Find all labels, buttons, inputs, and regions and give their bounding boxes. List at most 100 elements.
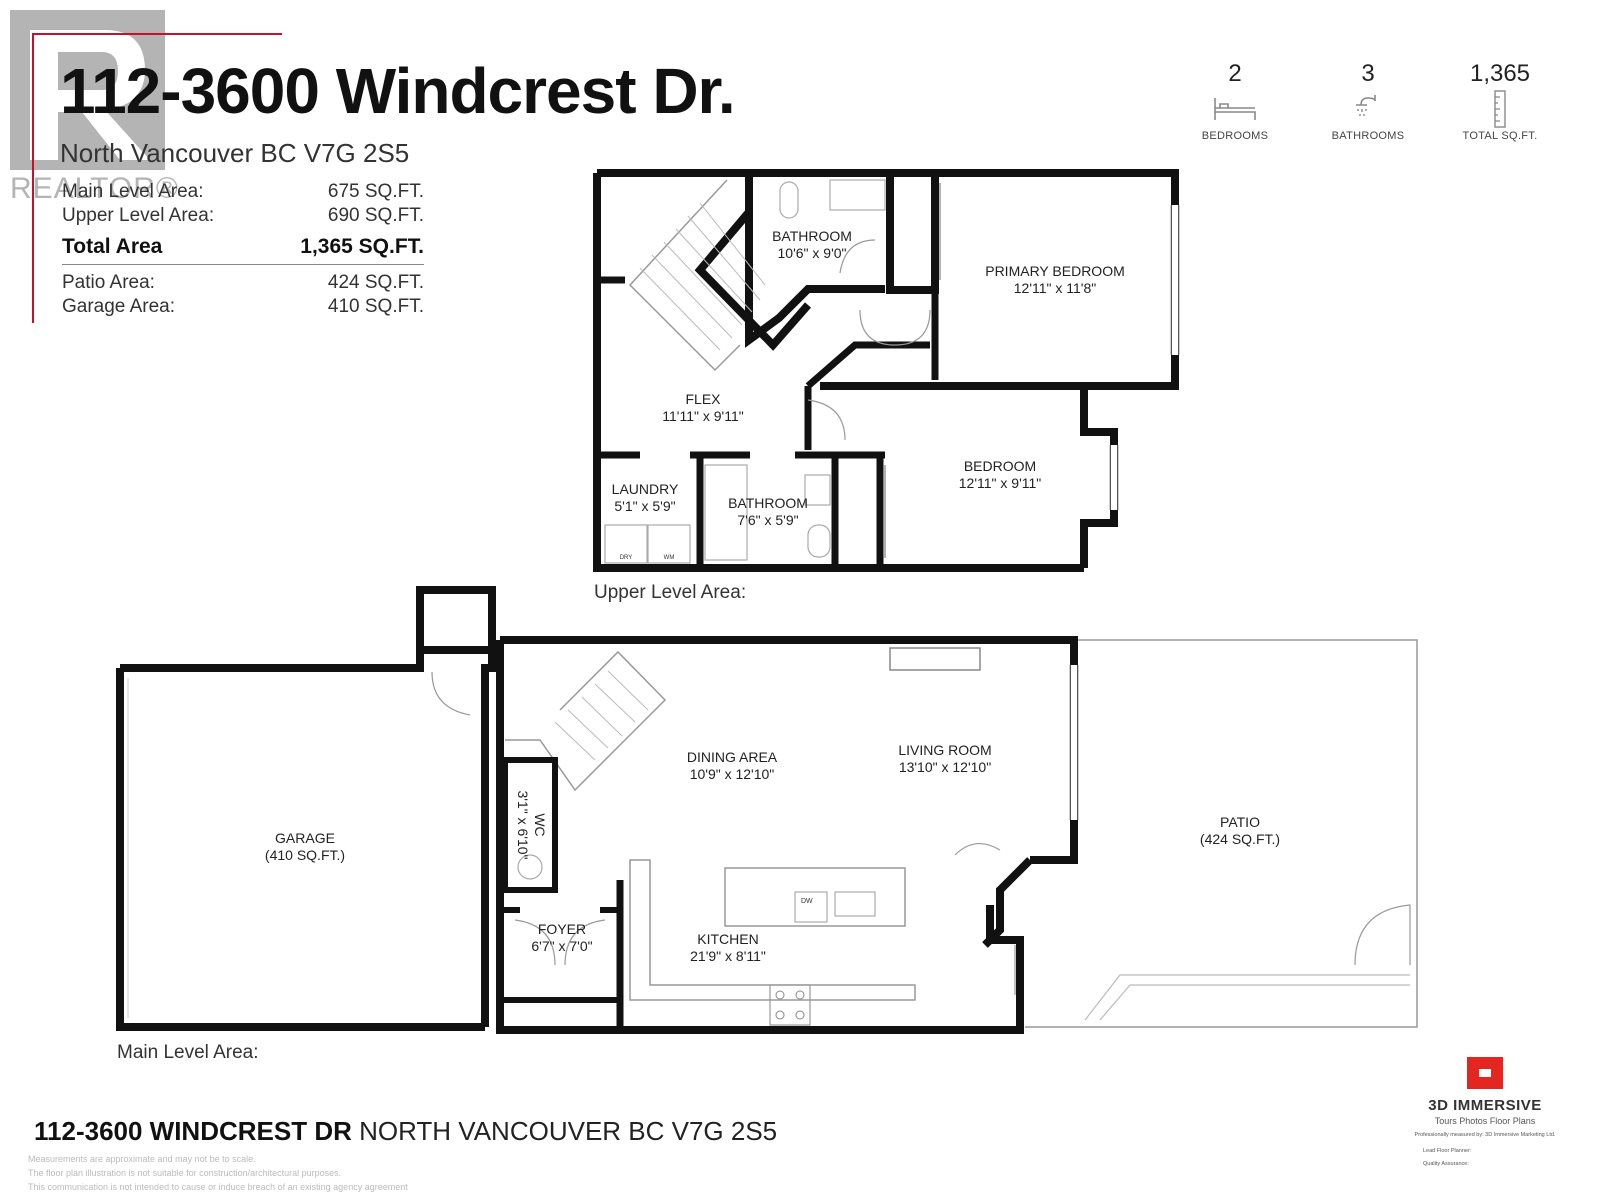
disclaimer-text: The floor plan illustration is not suita… <box>28 1168 342 1178</box>
toilet-icon <box>517 854 543 880</box>
stove-icon <box>769 984 811 1026</box>
room-dims: 5'1" x 5'9" <box>614 498 675 514</box>
upper-level-label: Upper Level Area: <box>594 582 747 603</box>
stairs <box>628 179 741 372</box>
room-dims: 10'6" x 9'0" <box>778 245 847 261</box>
fireplace <box>889 647 981 671</box>
room-name: BEDROOM <box>964 458 1036 474</box>
toilet-icon <box>779 181 799 219</box>
upper-level-plan: DRY WM BATHROOM 10'6" x 9'0" PRIMARY BED… <box>593 169 1180 572</box>
wall <box>886 173 939 294</box>
sink-icon <box>829 179 886 211</box>
address-subtitle: North Vancouver BC V7G 2S5 <box>60 138 410 168</box>
page-title: 112-3600 Windcrest Dr. <box>60 55 736 127</box>
main-level-plan: DW GARAGE (410 SQ.FT.) WC 3'1" x 6'10" D… <box>116 586 1418 1034</box>
shower-icon <box>1303 88 1433 130</box>
door-swing <box>807 399 846 441</box>
room-name: FLEX <box>685 391 721 407</box>
total-area-row: Total Area 1,365 SQ.FT. <box>62 230 424 265</box>
total-area-label: Total Area <box>62 235 163 258</box>
bathrooms-label: BATHROOMS <box>1331 130 1405 142</box>
stat-total-sqft: 1,365 TOTAL SQ.FT. <box>1435 60 1565 142</box>
stat-bedrooms: 2 BEDROOMS <box>1170 60 1300 142</box>
dishwasher-icon <box>794 891 828 923</box>
area-value: 675 SQ.FT. <box>327 181 424 202</box>
area-row: Main Level Area: 675 SQ.FT. <box>62 180 424 204</box>
room-name: LAUNDRY <box>612 481 679 497</box>
realtor-watermark: REALTOR® <box>10 10 178 205</box>
footer-address: 112-3600 WINDCREST DR NORTH VANCOUVER BC… <box>34 1116 777 1147</box>
area-value: 690 SQ.FT. <box>327 205 424 226</box>
door-swing <box>1354 904 1411 966</box>
area-row: Upper Level Area: 690 SQ.FT. <box>62 204 424 228</box>
realtor-logo-icon <box>10 10 165 170</box>
room-dims: 6'7" x 7'0" <box>531 938 592 954</box>
kitchen-island <box>724 867 906 927</box>
disclaimer-text: This communication is not intended to ca… <box>28 1182 408 1192</box>
footer-address-rest: NORTH VANCOUVER BC V7G 2S5 <box>351 1116 778 1146</box>
qa-label: Quality Assurance: <box>1423 1161 1469 1167</box>
room-dims: 12'11" x 9'11" <box>959 475 1042 491</box>
bathrooms-count: 3 <box>1361 60 1375 87</box>
room-name: PATIO <box>1220 814 1260 830</box>
ruler-icon <box>1435 88 1565 130</box>
room-name: PRIMARY BEDROOM <box>985 263 1125 279</box>
stat-bathrooms: 3 BATHROOMS <box>1303 60 1433 142</box>
room-dims: 13'10" x 12'10" <box>899 759 991 775</box>
area-value: 424 SQ.FT. <box>327 272 424 293</box>
lead-planner-label: Lead Floor Planner: <box>1423 1148 1472 1154</box>
main-level-label: Main Level Area: <box>117 1042 259 1063</box>
accent-line <box>32 33 34 323</box>
room-dims: 3'1" x 6'10" <box>515 791 531 860</box>
area-label: Patio Area: <box>62 272 155 293</box>
stairs <box>505 650 667 792</box>
room-dims: 7'6" x 5'9" <box>737 512 798 528</box>
area-label: Upper Level Area: <box>62 205 215 226</box>
wall <box>116 668 485 1031</box>
room-name: FOYER <box>538 921 586 937</box>
watermark-text: REALTOR® <box>10 172 180 205</box>
brand-name: 3D IMMERSIVE <box>1428 1097 1542 1114</box>
room-name: BATHROOM <box>772 228 852 244</box>
total-area-value: 1,365 SQ.FT. <box>300 235 424 258</box>
dishwasher-label: DW <box>801 898 813 905</box>
room-name: LIVING ROOM <box>898 742 991 758</box>
brand-credit: Professionally measured by: 3D Immersive… <box>1414 1132 1556 1138</box>
room-name: DINING AREA <box>687 749 778 765</box>
door-swing <box>431 671 471 716</box>
total-sqft-count: 1,365 <box>1469 60 1531 87</box>
wall <box>593 173 1084 572</box>
brand-block: 3D IMMERSIVE Tours Photos Floor Plans Pr… <box>1395 1055 1575 1167</box>
area-table: Main Level Area: 675 SQ.FT. Upper Level … <box>62 180 424 319</box>
room-name: WC <box>532 813 548 836</box>
bedrooms-label: BEDROOMS <box>1201 130 1269 142</box>
room-dims: 10'9" x 12'10" <box>690 766 775 782</box>
bedrooms-count: 2 <box>1228 60 1242 87</box>
accent-line <box>32 33 282 35</box>
bed-icon <box>1170 88 1300 130</box>
toilet-icon <box>807 524 831 558</box>
area-row: Patio Area: 424 SQ.FT. <box>62 271 424 295</box>
room-dims: (424 SQ.FT.) <box>1200 831 1280 847</box>
footer-address-bold: 112-3600 WINDCREST DR <box>34 1116 352 1146</box>
room-dims: 11'11" x 9'11" <box>662 408 743 424</box>
washer-icon <box>647 524 691 564</box>
washer-label: WM <box>664 555 675 561</box>
wall <box>120 586 496 1027</box>
brand-tagline: Tours Photos Floor Plans <box>1434 1116 1536 1126</box>
bathtub-icon <box>704 464 748 561</box>
room-name: KITCHEN <box>697 931 758 947</box>
room-dims: (410 SQ.FT.) <box>265 847 345 863</box>
kitchen-counter <box>629 859 916 1001</box>
area-label: Main Level Area: <box>62 181 204 202</box>
sink-icon <box>834 891 876 917</box>
dryer-icon <box>604 524 648 564</box>
room-dims: 12'11" x 11'8" <box>1014 280 1097 296</box>
room-dims: 21'9" x 8'11" <box>690 948 766 964</box>
patio-outline <box>1025 639 1418 1028</box>
disclaimer-text: Measurements are approximate and may not… <box>28 1154 256 1164</box>
wc-label: WC 3'1" x 6'10" <box>515 791 548 860</box>
room-name: GARAGE <box>275 830 335 846</box>
dryer-label: DRY <box>620 555 633 561</box>
